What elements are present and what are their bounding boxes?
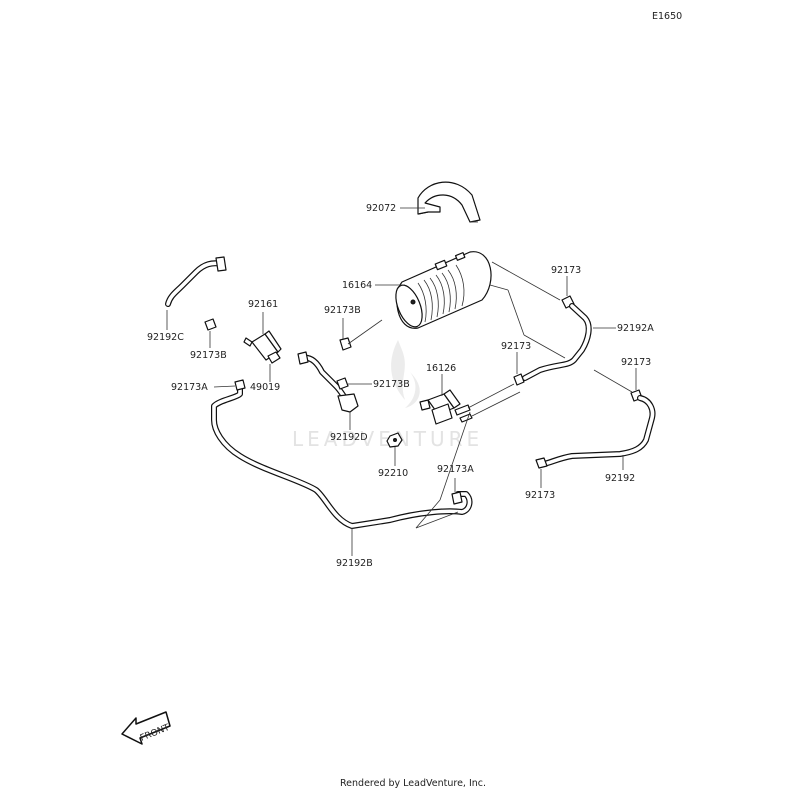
- part-92173A-clamp-b[interactable]: [451, 491, 463, 505]
- label-92173-top[interactable]: 92173: [551, 265, 581, 276]
- label-92173A-a[interactable]: 92173A: [171, 382, 208, 393]
- leader-16126-hose-b: [471, 391, 521, 417]
- leader-canister-hose-d: [523, 334, 566, 359]
- label-92192B[interactable]: 92192B: [336, 558, 373, 569]
- front-arrow: FRONT: [121, 711, 172, 745]
- label-16164[interactable]: 16164: [342, 280, 372, 291]
- part-92173-clamp-bottom[interactable]: [535, 457, 548, 469]
- part-92161-filter[interactable]: [243, 330, 282, 364]
- footer-credit: Rendered by LeadVenture, Inc.: [340, 778, 486, 789]
- label-92072[interactable]: 92072: [366, 203, 396, 214]
- leader-canister-hose-a: [491, 261, 561, 301]
- label-92192D[interactable]: 92192D: [330, 432, 368, 443]
- label-92192A[interactable]: 92192A: [617, 323, 654, 334]
- part-92210-nut[interactable]: [386, 432, 403, 448]
- part-92173B-clamp-a[interactable]: [339, 337, 352, 351]
- leader-92173A-b-ext-a: [415, 499, 441, 529]
- label-92192C[interactable]: 92192C: [147, 332, 184, 343]
- part-16126-valve[interactable]: [419, 389, 473, 425]
- part-92072-cover[interactable]: [417, 181, 481, 223]
- leader-92173A-b-ext-b: [415, 511, 459, 529]
- label-92173-right[interactable]: 92173: [621, 357, 651, 368]
- label-92210[interactable]: 92210: [378, 468, 408, 479]
- leader-92173A-a: [213, 385, 236, 388]
- watermark: LEADVENTURE: [292, 340, 483, 451]
- leader-92173A-b-ext-c: [439, 411, 471, 501]
- label-16126[interactable]: 16126: [426, 363, 456, 374]
- part-92173B-clamp-b[interactable]: [204, 318, 217, 331]
- part-92192A-hose[interactable]: [522, 303, 592, 381]
- watermark-text: LEADVENTURE: [292, 427, 483, 451]
- part-92173B-clamp-c[interactable]: [336, 377, 349, 390]
- label-92173A-b[interactable]: 92173A: [437, 464, 474, 475]
- part-92192D-hose[interactable]: [297, 351, 359, 413]
- label-92173-mid[interactable]: 92173: [501, 341, 531, 352]
- label-92161[interactable]: 92161: [248, 299, 278, 310]
- part-92173A-clamp-a[interactable]: [234, 379, 246, 391]
- part-92192B-hose[interactable]: [211, 383, 473, 529]
- part-92173-clamp-mid[interactable]: [513, 373, 525, 386]
- label-92173-bottom[interactable]: 92173: [525, 490, 555, 501]
- label-49019[interactable]: 49019: [250, 382, 280, 393]
- part-92192C-hose[interactable]: [165, 256, 227, 307]
- label-92173B-b[interactable]: 92173B: [190, 350, 227, 361]
- label-92173B-c[interactable]: 92173B: [373, 379, 410, 390]
- leader-92173B-a-ext: [347, 319, 383, 345]
- part-16164-canister[interactable]: [391, 251, 492, 331]
- part-92192-hose[interactable]: [541, 395, 656, 467]
- leader-canister-hose-c: [507, 289, 525, 336]
- leader-92173-right-ext: [593, 369, 633, 393]
- leader-canister-hose-b: [489, 284, 509, 291]
- label-92173B-a[interactable]: 92173B: [324, 305, 361, 316]
- diagram-code: E1650: [652, 11, 682, 22]
- label-92192[interactable]: 92192: [605, 473, 635, 484]
- leader-16126-hose-a: [467, 383, 515, 409]
